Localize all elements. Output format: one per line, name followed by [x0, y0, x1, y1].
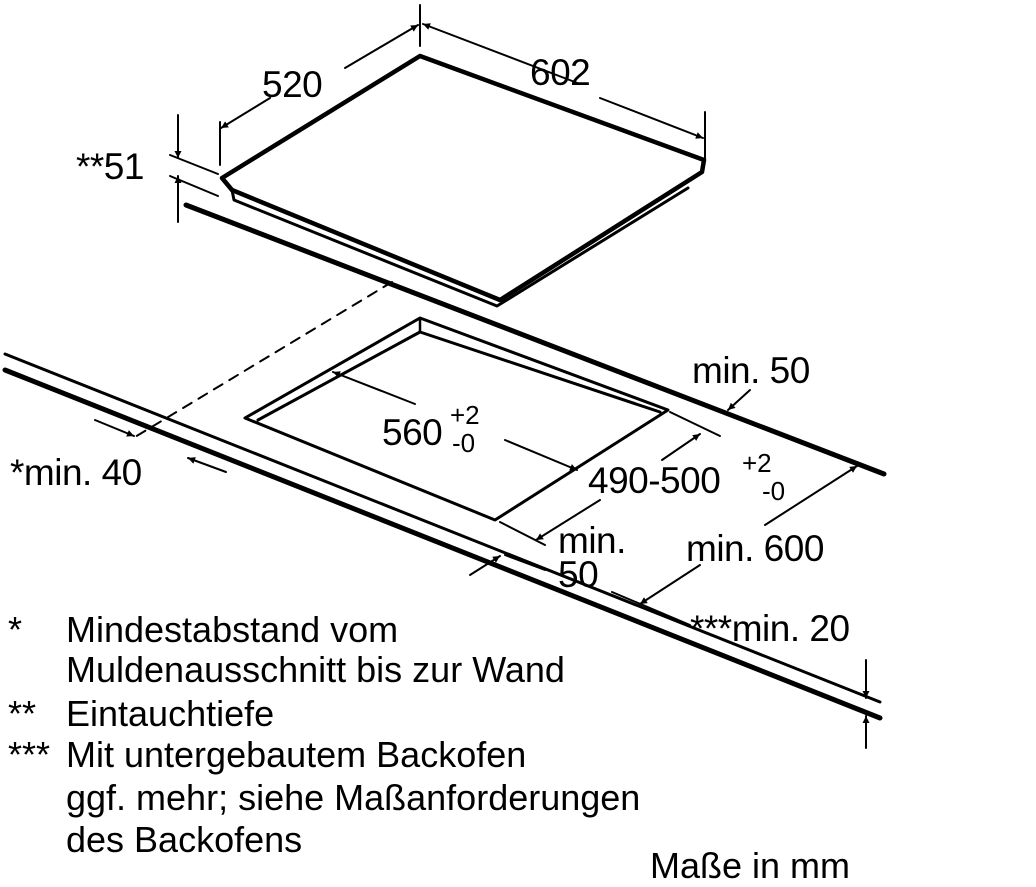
note-line: Eintauchtiefe — [66, 693, 275, 734]
hob-base — [230, 186, 690, 308]
note-marker: *** — [8, 734, 51, 775]
dim-min-front-1: min. — [558, 520, 626, 561]
dim-min-wall: *min. 40 — [10, 452, 142, 493]
dim-min-worktop: min. 600 — [686, 528, 824, 569]
dim-hob-depth: 520 — [262, 64, 323, 105]
note-line: ggf. mehr; siehe Maßanforderungen — [66, 777, 641, 818]
worktop-back-edge — [183, 202, 887, 477]
worktop-front-bottom — [2, 367, 883, 721]
dim-cutout-depth: 490-500 — [588, 460, 721, 501]
dim-min-front-2: 50 — [558, 554, 599, 595]
note-line: Mindestabstand vom — [66, 609, 399, 650]
dim-cutout-width-tol-plus: +2 — [450, 400, 480, 430]
dim-hob-width: 602 — [530, 52, 591, 93]
cutout-outer — [243, 316, 670, 522]
note-line: Muldenausschnitt bis zur Wand — [66, 649, 565, 690]
dim-cutout-depth-tol-minus: -0 — [762, 476, 786, 506]
dim-cutout-width: 560 — [382, 412, 443, 453]
note-line: des Backofens — [66, 819, 303, 860]
worktop-front-top — [3, 352, 882, 704]
dim-immersion-depth: **51 — [76, 146, 144, 187]
note-marker: ** — [8, 693, 37, 734]
units-label: Maße in mm — [650, 845, 851, 886]
note-line: Mit untergebautem Backofen — [66, 734, 527, 775]
dim-min-back: min. 50 — [692, 350, 810, 391]
dim-cutout-depth-tol-plus: +2 — [742, 448, 772, 478]
dim-cutout-width-tol-minus: -0 — [452, 428, 476, 458]
worktop-hidden-edge — [129, 281, 393, 441]
note-marker: * — [8, 609, 23, 650]
dim-min-thickness: ***min. 20 — [690, 608, 850, 649]
